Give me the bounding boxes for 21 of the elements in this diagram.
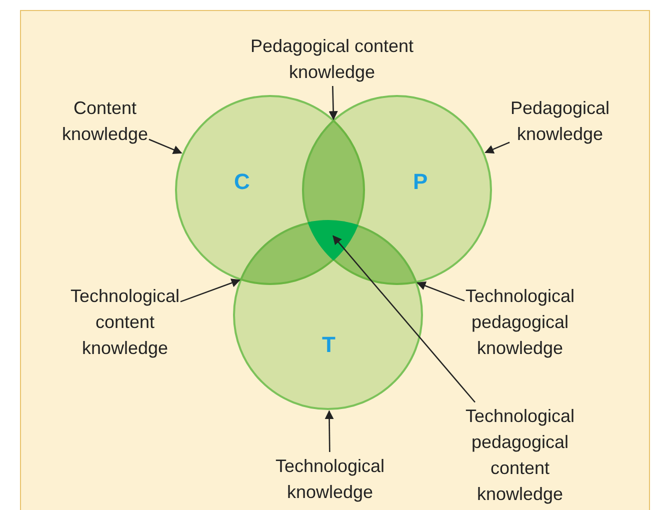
overlap-region (240, 222, 334, 285)
circle-letter: T (322, 333, 336, 357)
leader-line (180, 278, 241, 302)
overlap-region (308, 220, 358, 261)
callout-label: Technological pedagogical knowledge (465, 283, 575, 361)
callout-label: Technological content knowledge (70, 283, 180, 361)
callout-label: Technological pedagogical content knowledge (465, 403, 575, 507)
circle-letter: P (413, 170, 428, 194)
overlap-region (334, 224, 418, 285)
callout-label: Pedagogical content knowledge (222, 33, 442, 85)
leader-line (332, 235, 476, 403)
circle-letter: C (234, 170, 250, 194)
arrow (148, 138, 182, 154)
leader-line (416, 281, 465, 302)
arrow (324, 410, 334, 452)
callout-label: Content knowledge (62, 95, 148, 147)
callout-label: Technological knowledge (275, 453, 385, 505)
arrow (484, 142, 510, 154)
callout-label: Pedagogical knowledge (510, 95, 610, 147)
leader-line (328, 86, 338, 120)
overlap-region (302, 119, 365, 225)
